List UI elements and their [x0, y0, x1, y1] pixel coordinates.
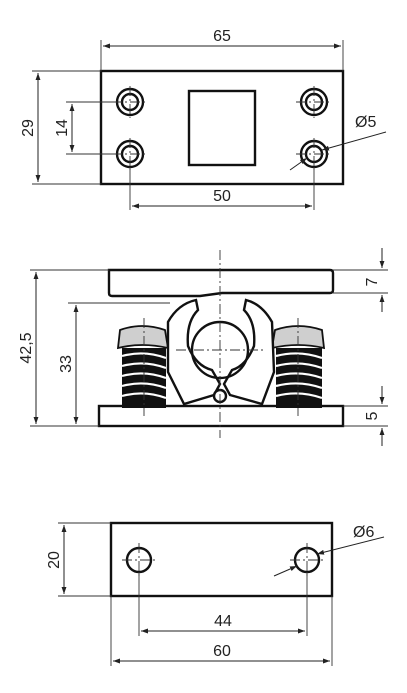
mounting-holes-top — [112, 86, 332, 170]
side-view: 42,5 33 7 5 — [18, 248, 388, 446]
dim-total-height: 42,5 — [18, 332, 35, 363]
dim-inner-height: 33 — [58, 355, 75, 373]
bottom-view: 20 44 60 Ø6 — [46, 521, 385, 666]
dim-top-height: 29 — [20, 119, 37, 137]
right-spring — [270, 325, 326, 408]
dim-top-plate-thickness: 7 — [364, 277, 381, 286]
dim-hole-spacing-horizontal: 50 — [213, 188, 231, 205]
dim-hole-diameter-bottom: Ø6 — [353, 524, 374, 541]
side-base-plate — [97, 404, 345, 428]
dim-hole-diameter-top: Ø5 — [355, 114, 376, 131]
left-spring — [116, 325, 170, 408]
dim-bottom-hole-spacing: 44 — [214, 613, 232, 630]
square-cutout — [187, 89, 257, 167]
left-jaw — [166, 298, 222, 406]
dim-hole-spacing-vertical: 14 — [54, 119, 71, 137]
dim-bottom-width: 60 — [213, 643, 231, 660]
mounting-holes-bottom — [122, 543, 324, 577]
dim-bottom-height: 20 — [46, 551, 63, 569]
dim-top-width: 65 — [213, 28, 231, 45]
right-jaw — [222, 298, 276, 406]
top-view: 65 29 14 50 Ø5 — [20, 28, 387, 210]
side-top-plate — [107, 268, 335, 298]
dim-base-thickness: 5 — [364, 411, 381, 420]
